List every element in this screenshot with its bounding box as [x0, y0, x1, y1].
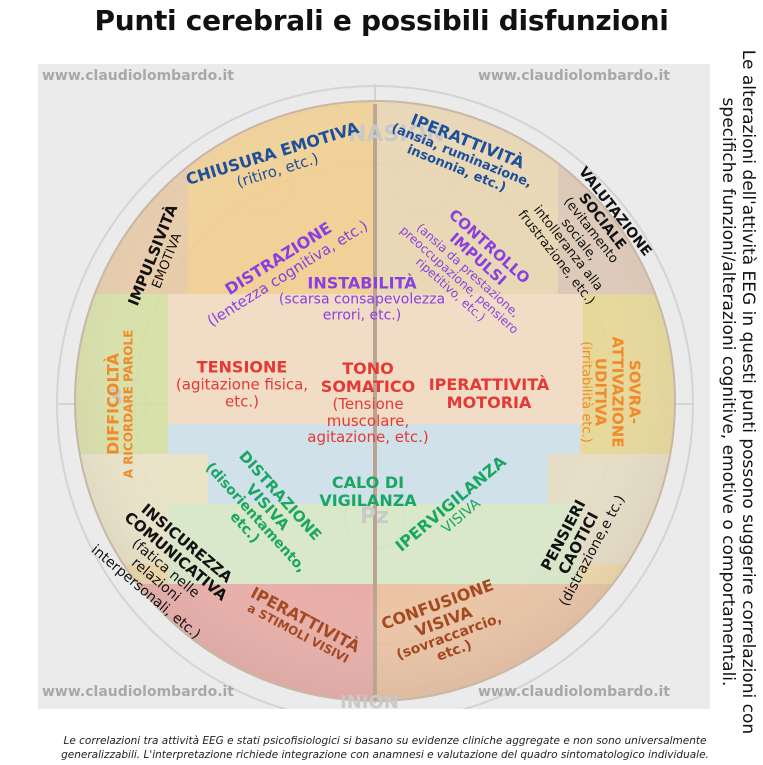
page-title: Punti cerebrali e possibili disfunzioni: [94, 4, 669, 37]
watermark-bottom-left: www.claudiolombardo.it: [42, 684, 235, 700]
landmark-nasion: NASION: [348, 122, 445, 147]
label-calo-vigilanza: CALO DI VIGILANZA: [319, 473, 417, 510]
footnote: Le correlazioni tra attività EEG e stati…: [61, 735, 709, 761]
label-difficolta-parole: DIFFICOLTÀ A RICORDARE PAROLE: [103, 329, 136, 479]
label-instabilita: INSTABILITÀ (scarsa consapevolezza error…: [278, 273, 446, 323]
label-sovra-attivazione: SOVRA- ATTIVAZIONE UDITIVA (irritabilità…: [578, 336, 644, 448]
watermark-top-right: www.claudiolombardo.it: [478, 68, 671, 84]
side-note-text: Le alterazioni dell'attività EEG in ques…: [718, 49, 758, 735]
landmark-pz: Pz: [360, 504, 389, 529]
brain-illustration: [56, 84, 694, 709]
label-tensione: TENSIONE (agitazione fisica, etc.): [175, 357, 309, 410]
brain-outline: [74, 100, 676, 702]
landmark-3: 3: [108, 386, 124, 411]
landmark-inion: INION: [340, 692, 399, 709]
side-note: Le alterazioni dell'attività EEG in ques…: [716, 40, 760, 745]
watermark-top-left: www.claudiolombardo.it: [42, 68, 235, 84]
watermark-bottom-right: www.claudiolombardo.it: [478, 684, 671, 700]
label-iperattivita-motoria: IPERATTIVITÀ MOTORIA: [428, 375, 550, 412]
brain-diagram: www.claudiolombardo.it www.claudiolombar…: [38, 64, 710, 709]
label-tono-somatico: TONO SOMATICO (Tensione muscolare, agita…: [307, 358, 429, 447]
